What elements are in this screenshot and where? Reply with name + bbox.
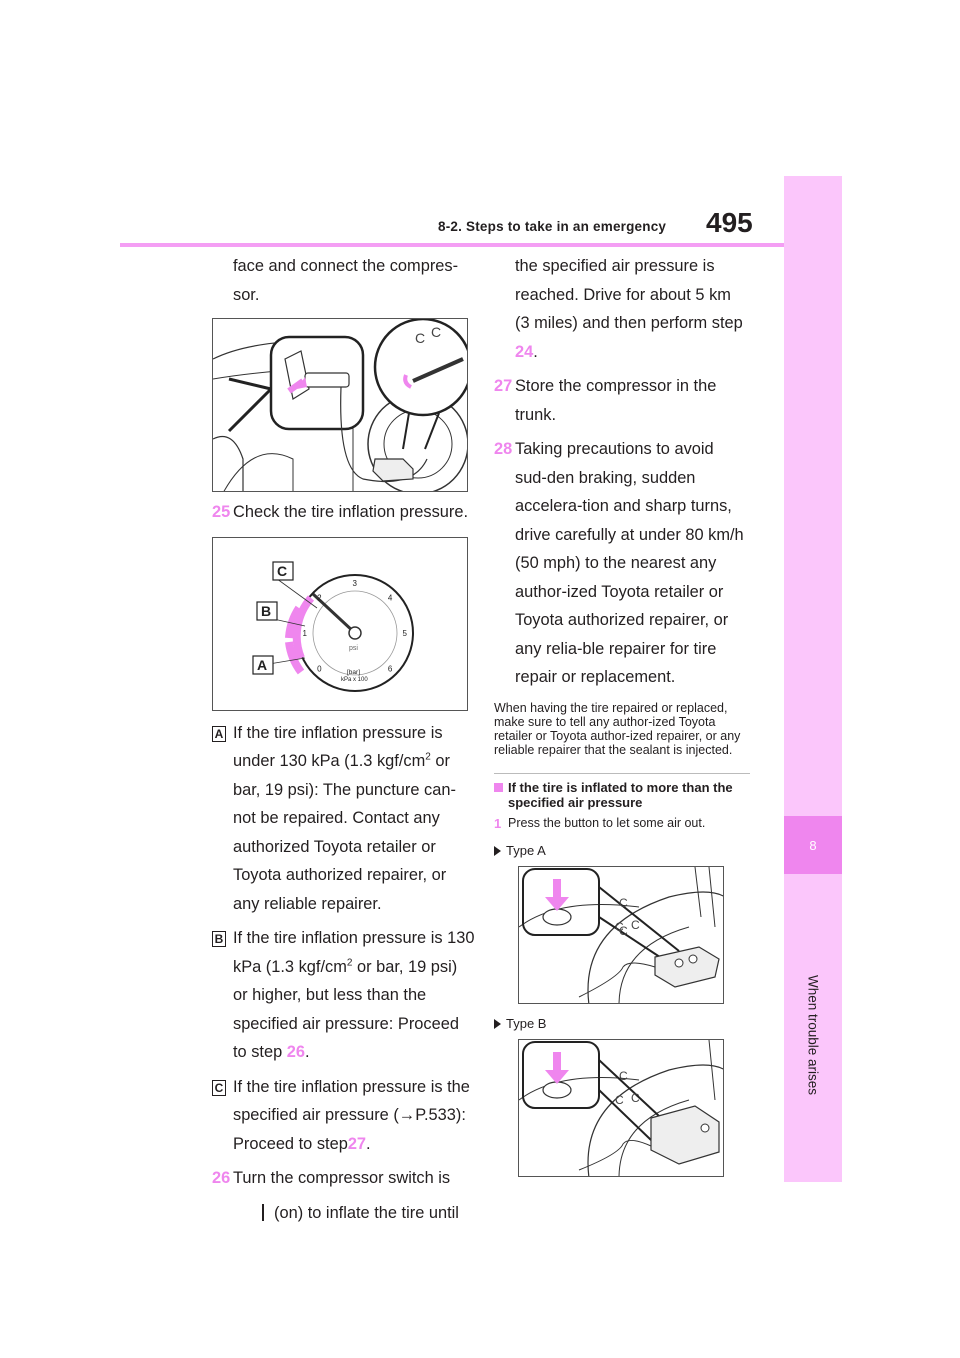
triangle-bullet-icon	[494, 1018, 501, 1029]
sub-step-1-number: 1	[494, 815, 502, 831]
step-26-number: 26	[212, 1169, 231, 1187]
step-28-text: Taking precautions to avoid sud-den brak…	[515, 440, 744, 686]
section-divider	[494, 772, 750, 774]
chapter-side-tab	[784, 176, 842, 1182]
item-c: C If the tire inflation pressure is the …	[212, 1073, 476, 1159]
continue-step-ref[interactable]: 24	[515, 342, 534, 361]
page-number: 495	[706, 207, 753, 238]
step-26: 26 Turn the compressor switch is	[212, 1164, 476, 1193]
svg-text:C: C	[619, 896, 628, 910]
gauge-units-2: kPa x 100	[341, 677, 368, 683]
gauge-tick-label: 2	[317, 593, 322, 602]
type-b-illustration: C C C	[519, 1039, 723, 1176]
item-b-text-1: If the tire inflation pressure is 130 kP…	[233, 929, 475, 976]
svg-text:C: C	[431, 324, 441, 340]
intro-line-2: sor.	[233, 285, 260, 304]
svg-text:C: C	[631, 1091, 640, 1105]
overinflation-heading: If the tire is inflated to more than the…	[494, 780, 750, 810]
step-27-number: 27	[494, 377, 513, 395]
item-a-letter: A	[212, 725, 226, 742]
continue-end: .	[533, 342, 538, 361]
step-25-number: 25	[212, 503, 231, 521]
item-c-page-ref[interactable]: P.533	[415, 1106, 456, 1124]
chapter-label: When trouble arises	[805, 974, 821, 1096]
gauge-tick-label: 0	[317, 664, 322, 673]
svg-text:C: C	[415, 330, 425, 346]
page-header: 8-2. Steps to take in an emergency 495	[0, 0, 960, 250]
pressure-gauge-illustration: C B A 0 1 2 3 4 5 6 psi [bar] kPa x 100	[252, 560, 414, 692]
item-a-sup: 2	[425, 751, 431, 763]
sub-step-1-text: Press the button to let some air out.	[508, 815, 706, 830]
step-26-text-2: (on) to inflate the tire until	[274, 1203, 459, 1222]
left-column: face and connect the compres- sor. C	[212, 252, 476, 1227]
type-a-text: Type A	[506, 842, 546, 858]
type-a-figure: C C C C	[518, 865, 724, 1004]
svg-text:C: C	[631, 918, 640, 932]
item-c-text-3: .	[366, 1134, 371, 1153]
item-a-text-1: If the tire inflation pressure is under …	[233, 723, 443, 771]
type-a-illustration: C C C C	[519, 866, 723, 1003]
arrow-ref-icon: →	[398, 1106, 416, 1124]
item-c-text-1: If the tire inflation pressure is the sp…	[233, 1077, 470, 1125]
gauge-label-c: C	[277, 563, 287, 579]
step-27: 27 Store the compressor in the trunk.	[494, 372, 750, 429]
svg-text:C: C	[619, 1069, 628, 1083]
svg-text:C: C	[615, 920, 624, 934]
triangle-bullet-icon	[494, 845, 501, 856]
pressure-gauge-figure: C B A 0 1 2 3 4 5 6 psi [bar] kPa x 100	[212, 536, 468, 711]
right-column: the specified air pressure is reached. D…	[494, 252, 750, 1177]
item-a: A If the tire inflation pressure is unde…	[212, 719, 476, 919]
item-b-letter: B	[212, 931, 226, 947]
chapter-number: 8	[784, 816, 842, 874]
step-26-continuation: the specified air pressure is reached. D…	[494, 252, 750, 366]
step-28: 28 Taking precautions to avoid sud-den b…	[494, 435, 750, 692]
step-25-text: Check the tire inflation pressure.	[233, 503, 469, 521]
gauge-tick-label: 4	[388, 593, 393, 602]
overinflation-heading-text: If the tire is inflated to more than the…	[508, 779, 733, 810]
gauge-label-c-box	[272, 560, 294, 581]
compressor-connection-figure: C C	[212, 318, 468, 492]
type-b-figure: C C C	[518, 1038, 724, 1177]
gauge-label-b-box	[256, 600, 278, 621]
gauge-label-b: B	[261, 603, 271, 619]
continue-text: the specified air pressure is reached. D…	[515, 257, 743, 332]
gauge-tick-label: 5	[403, 629, 408, 638]
type-b-text: Type B	[506, 1015, 547, 1031]
item-b-sup: 2	[346, 957, 353, 969]
gauge-label-a: A	[257, 657, 267, 673]
gauge-tick-label: 3	[353, 579, 358, 588]
step-26-continued: (on) to inflate the tire until	[212, 1199, 476, 1228]
step-26-text: Turn the compressor switch is	[233, 1169, 451, 1187]
svg-text:C: C	[615, 1093, 624, 1107]
step-25: 25 Check the tire inflation pressure.	[212, 498, 476, 527]
svg-text:C: C	[619, 924, 628, 938]
gauge-tick-label: 1	[303, 629, 308, 638]
item-b: B If the tire inflation pressure is 130 …	[212, 924, 476, 1067]
square-bullet-icon	[494, 782, 503, 792]
gauge-label-a-box	[252, 654, 274, 675]
item-b-text-3: .	[305, 1043, 310, 1061]
gauge-psi: psi	[349, 645, 358, 652]
compressor-connection-illustration: C C	[213, 319, 467, 491]
intro-line-1: face and connect the compres-	[233, 257, 459, 275]
sealant-note: When having the tire repaired or replace…	[494, 700, 741, 757]
sub-step-1: 1 Press the button to let some air out.	[494, 816, 750, 831]
header-rule	[120, 243, 842, 247]
type-b-label: Type B	[494, 1016, 750, 1031]
item-c-letter: C	[212, 1079, 226, 1096]
item-b-text-2: or bar, 19 psi) or higher, but less than…	[233, 957, 459, 1062]
item-c-step-ref[interactable]: 27	[347, 1134, 367, 1153]
on-switch-icon	[262, 1203, 264, 1221]
step-28-number: 28	[494, 440, 513, 458]
item-a-text-2: or bar, 19 psi): The puncture can-not be…	[233, 752, 456, 913]
type-a-label: Type A	[494, 843, 750, 858]
gauge-tick-label: 6	[388, 664, 393, 673]
item-b-step-ref[interactable]: 26	[286, 1043, 305, 1061]
section-title: 8-2. Steps to take in an emergency	[438, 219, 667, 234]
item-c-text-2: ): Proceed to step	[233, 1106, 466, 1153]
gauge-units: [bar]	[347, 669, 360, 676]
step-27-text: Store the compressor in the trunk.	[515, 377, 717, 424]
